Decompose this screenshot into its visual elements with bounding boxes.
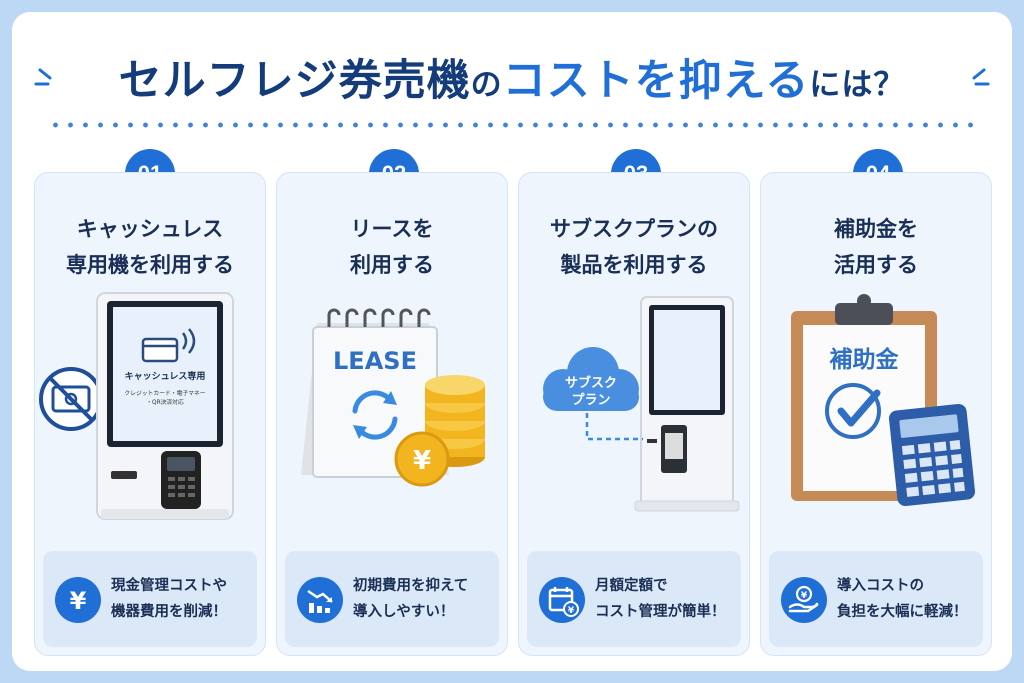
benefit-line1: 月額定額で — [595, 578, 668, 594]
cloud-label-2: プラン — [571, 393, 610, 408]
kiosk-illustration: キャッシュレス専用 クレジットカード・電子マネー ・QR決済対応 — [35, 283, 267, 533]
card-title-line1: 補助金を — [834, 217, 918, 241]
calendar-yen-icon: ¥ — [539, 577, 585, 623]
benefit-text: 現金管理コストや 機器費用を削減！ — [111, 573, 261, 625]
benefit-line1: 初期費用を抑えて — [353, 578, 469, 594]
card-lease: リースを 利用する LEASE — [276, 172, 508, 656]
yen-coin-icon: ¥ — [394, 431, 450, 487]
lease-label: LEASE — [333, 347, 417, 375]
sparkle-left-icon — [34, 68, 52, 86]
calculator-icon — [888, 403, 976, 507]
subsidy-clipboard-image: 補助金 — [791, 294, 976, 507]
cloud-icon — [543, 347, 639, 411]
benefit-text: 導入コストの 負担を大幅に軽減！ — [837, 573, 987, 625]
screen-subtitle-2: ・QR決済対応 — [146, 398, 184, 406]
card-subscription: サブスクプランの 製品を利用する — [518, 172, 750, 656]
benefit-box: ¥ 現金管理コストや 機器費用を削減！ — [43, 551, 257, 647]
screen-title: キャッシュレス専用 — [125, 370, 206, 382]
subscription-illustration: サブスク プラン — [519, 283, 751, 533]
cashless-kiosk-image: キャッシュレス専用 クレジットカード・電子マネー ・QR決済対応 — [39, 292, 234, 520]
sparkle-right-icon — [972, 68, 990, 86]
benefit-line2: 導入しやすい！ — [353, 604, 455, 620]
benefit-text: 月額定額で コスト管理が簡単！ — [595, 573, 745, 625]
subscription-kiosk-image: サブスク プラン — [543, 296, 740, 512]
benefit-line2: 負担を大幅に軽減！ — [837, 604, 968, 620]
checkmark-icon — [825, 383, 881, 439]
screen-subtitle-1: クレジットカード・電子マネー — [124, 390, 205, 397]
title-part2: の — [470, 67, 503, 103]
svg-text:¥: ¥ — [413, 446, 431, 476]
benefit-box: 初期費用を抑えて 導入しやすい！ — [285, 551, 499, 647]
benefit-line1: 現金管理コストや — [111, 578, 227, 594]
card-title: サブスクプランの 製品を利用する — [519, 211, 749, 283]
subsidy-illustration: 補助金 — [761, 283, 993, 533]
benefit-box: ¥ 月額定額で コスト管理が簡単！ — [527, 551, 741, 647]
card-title: リースを 利用する — [277, 211, 507, 283]
infographic-canvas: セルフレジ券売機のコストを抑えるには？ 01 キャッシュレス 専用機を利用する — [12, 12, 1012, 671]
card-subsidy: 補助金を 活用する 補助金 — [760, 172, 992, 656]
benefit-text: 初期費用を抑えて 導入しやすい！ — [353, 573, 503, 625]
dotted-divider — [48, 122, 976, 128]
card-title-line1: キャッシュレス — [76, 217, 224, 241]
lease-calendar-image: LEASE — [301, 308, 485, 487]
yen-icon: ¥ — [55, 577, 101, 623]
title-part1: セルフレジ券売機 — [118, 56, 471, 106]
clipboard-label: 補助金 — [829, 346, 900, 373]
card-title-line2: 専用機を利用する — [66, 253, 234, 277]
title-part3: コストを抑える — [502, 56, 810, 106]
card-title-line1: サブスクプランの — [550, 217, 718, 241]
title-part4: には？ — [809, 67, 906, 103]
page-title: セルフレジ券売機のコストを抑えるには？ — [12, 46, 1012, 116]
benefit-line2: コスト管理が簡単！ — [595, 604, 726, 620]
card-title: 補助金を 活用する — [761, 211, 991, 283]
svg-text:¥: ¥ — [70, 587, 87, 615]
card-title-line2: 活用する — [834, 253, 918, 277]
card-title-line2: 利用する — [350, 253, 434, 277]
benefit-line1: 導入コストの — [837, 578, 924, 594]
card-title-line1: リースを — [350, 217, 434, 241]
coin-stack-icon — [425, 375, 485, 467]
hand-coin-icon: ¥ — [781, 577, 827, 623]
card-title: キャッシュレス 専用機を利用する — [35, 211, 265, 283]
card-title-line2: 製品を利用する — [560, 253, 708, 277]
no-cash-icon — [39, 367, 103, 431]
cloud-label-1: サブスク — [565, 375, 617, 391]
svg-text:¥: ¥ — [568, 606, 575, 616]
svg-text:¥: ¥ — [801, 591, 808, 601]
chart-down-icon — [297, 577, 343, 623]
benefit-line2: 機器費用を削減！ — [111, 604, 227, 620]
benefit-box: ¥ 導入コストの 負担を大幅に軽減！ — [769, 551, 983, 647]
card-cashless: キャッシュレス 専用機を利用する キャッシュレス専用 — [34, 172, 266, 656]
lease-illustration: LEASE — [277, 283, 509, 533]
